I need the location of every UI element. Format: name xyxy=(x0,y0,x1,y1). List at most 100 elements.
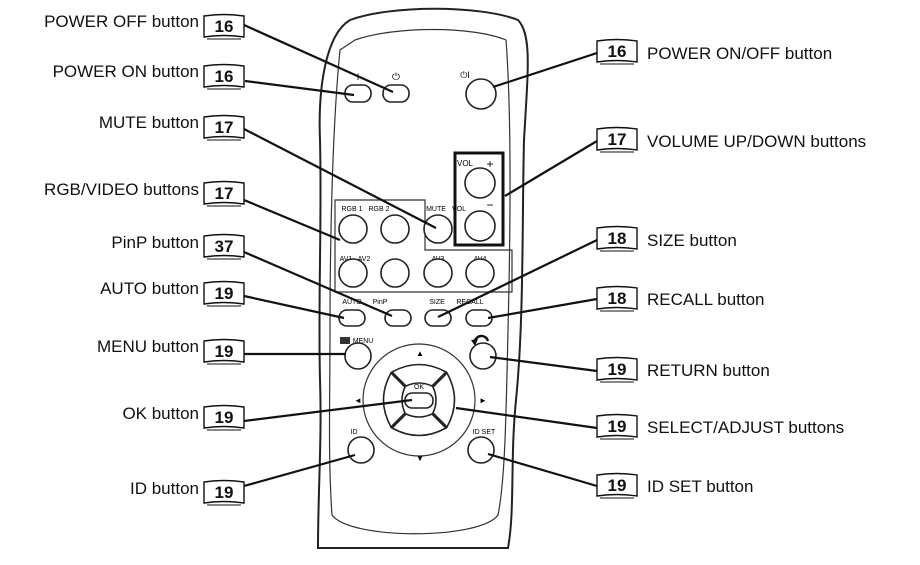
power-onoff-key[interactable] xyxy=(465,78,497,110)
id-key[interactable] xyxy=(347,436,375,464)
menu-key[interactable] xyxy=(344,342,372,370)
callout-mute-label: MUTE button xyxy=(98,113,199,132)
leader-rgb-video xyxy=(243,198,341,242)
mute-key[interactable] xyxy=(423,214,453,244)
dpad-right-key[interactable] xyxy=(432,371,456,429)
rgb1-key[interactable] xyxy=(338,214,368,244)
callout-auto-label: AUTO button xyxy=(100,279,199,298)
callout-menu-label: MENU button xyxy=(96,337,199,356)
volume-down-key[interactable] xyxy=(464,210,496,242)
svg-text:17: 17 xyxy=(608,130,627,149)
page-badge-power-off: 16 xyxy=(203,13,245,40)
svg-text:17: 17 xyxy=(215,184,234,203)
svg-text:16: 16 xyxy=(215,17,234,36)
remote-inner-outline xyxy=(328,28,511,535)
av2-key[interactable] xyxy=(380,258,410,288)
id-key-label: ID xyxy=(351,429,358,436)
volume-up-key[interactable] xyxy=(464,167,496,199)
callout-power-off-label: POWER OFF button xyxy=(44,12,199,31)
return-key[interactable] xyxy=(469,342,497,370)
id-set-key[interactable] xyxy=(467,436,495,464)
dpad-up-arrow: ▲ xyxy=(416,349,424,358)
dpad-right-arrow: ► xyxy=(479,396,487,405)
callout-power-on-label: POWER ON button xyxy=(52,62,199,81)
remote-body xyxy=(316,7,529,549)
dpad-left-arrow: ◄ xyxy=(354,396,362,405)
power-off-key[interactable] xyxy=(382,84,410,103)
callout-id-set-label: ID SET button xyxy=(647,477,754,496)
callout-size-label: SIZE button xyxy=(647,231,737,250)
dpad-ring xyxy=(362,343,476,457)
leader-power-on xyxy=(244,79,355,97)
page-badge-power-on: 16 xyxy=(203,63,245,90)
svg-text:19: 19 xyxy=(215,483,234,502)
svg-text:19: 19 xyxy=(608,360,627,379)
svg-text:19: 19 xyxy=(608,476,627,495)
svg-text:18: 18 xyxy=(608,289,627,308)
leader-power-onoff xyxy=(492,51,598,89)
leader-volume xyxy=(504,140,598,197)
svg-text:16: 16 xyxy=(215,67,234,86)
callout-return-label: RETURN button xyxy=(647,361,770,380)
dpad-down-arrow: ▼ xyxy=(416,454,424,463)
callout-volume-label: VOLUME UP/DOWN buttons xyxy=(647,132,867,151)
rgb2-key[interactable] xyxy=(380,214,410,244)
menu-icon xyxy=(340,337,350,344)
leader-id-set xyxy=(487,452,598,488)
vol-small-label: VOL xyxy=(452,206,466,213)
dpad-up-key[interactable] xyxy=(390,363,448,387)
av1-key[interactable] xyxy=(338,258,368,288)
page-badge-id: 19 xyxy=(203,479,245,506)
power-off-key-label: ⏻ xyxy=(392,72,400,83)
page-badge-mute: 17 xyxy=(203,114,245,141)
leader-mute xyxy=(243,128,437,229)
rgb2-key-label: RGB 2 xyxy=(368,206,389,213)
page-badge-id-set: 19 xyxy=(596,472,638,499)
page-badge-ok: 19 xyxy=(203,404,245,431)
ok-key-label: OK xyxy=(414,384,424,391)
page-badge-rgb-video: 17 xyxy=(203,180,245,207)
callout-select-label: SELECT/ADJUST buttons xyxy=(647,418,845,437)
av1-key-label: AV1 xyxy=(340,256,353,263)
dpad-left-key[interactable] xyxy=(382,371,406,429)
av2-key-label: AV2 xyxy=(358,256,371,263)
leader-size xyxy=(437,239,598,318)
svg-text:16: 16 xyxy=(608,42,627,61)
return-icon-arrowhead xyxy=(471,339,478,346)
leader-lines xyxy=(243,23,598,488)
svg-text:17: 17 xyxy=(215,118,234,137)
leader-pinp xyxy=(243,250,393,318)
leader-auto xyxy=(243,294,345,320)
size-key-label: SIZE xyxy=(429,299,445,306)
page-badge-select: 19 xyxy=(596,413,638,440)
svg-text:37: 37 xyxy=(215,237,234,256)
svg-text:19: 19 xyxy=(215,408,234,427)
dpad-down-key[interactable] xyxy=(390,413,448,437)
rgb1-key-label: RGB 1 xyxy=(341,206,362,213)
page-badge-menu: 19 xyxy=(203,338,245,365)
svg-text:19: 19 xyxy=(215,284,234,303)
av4-key[interactable] xyxy=(465,258,495,288)
power-onoff-key-label: ⏻I xyxy=(460,70,470,80)
callout-ok-label: OK button xyxy=(122,404,199,423)
menu-key-label: MENU xyxy=(353,338,374,345)
av3-key[interactable] xyxy=(423,258,453,288)
svg-text:18: 18 xyxy=(608,229,627,248)
leader-return xyxy=(489,355,598,373)
page-badge-auto: 19 xyxy=(203,280,245,307)
svg-text:19: 19 xyxy=(215,342,234,361)
pinp-key-label: PinP xyxy=(373,299,388,306)
page-badges: 16 16 17 17 37 19 19 xyxy=(203,13,638,506)
leader-ok xyxy=(243,398,413,423)
auto-key-label: AUTO xyxy=(342,299,362,306)
leader-id xyxy=(243,453,356,488)
callout-recall-label: RECALL button xyxy=(647,290,765,309)
page-badge-return: 19 xyxy=(596,356,638,383)
volume-group-box xyxy=(453,151,505,247)
callout-pinp-label: PinP button xyxy=(111,233,199,252)
pinp-key[interactable] xyxy=(384,309,412,327)
mute-key-label: MUTE xyxy=(426,206,446,213)
leader-recall xyxy=(487,297,598,320)
callout-power-onoff-label: POWER ON/OFF button xyxy=(647,44,833,63)
